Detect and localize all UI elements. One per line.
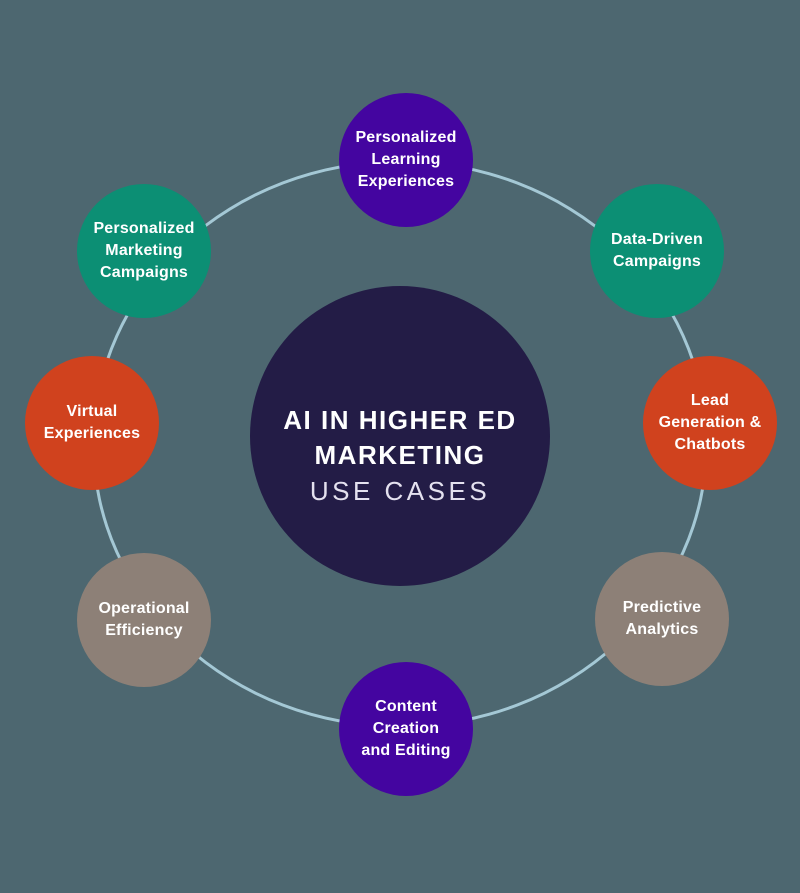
center-subtitle: USE CASES <box>309 476 491 506</box>
center-circle: AI IN HIGHER ED MARKETING USE CASES <box>250 286 550 586</box>
satellite-node-virtual-experiences: Virtual Experiences <box>25 356 159 490</box>
satellite-node-label: Predictive Analytics <box>622 599 702 638</box>
satellite-node-lead-generation-chatbots: Lead Generation & Chatbots <box>643 356 777 490</box>
satellite-node-label: Content Creation and Editing <box>361 698 451 759</box>
satellite-node-label: Virtual Experiences <box>43 403 141 442</box>
center-title-line1: AI IN HIGHER ED <box>283 405 517 435</box>
satellite-node-label: Personalized Marketing Campaigns <box>93 220 195 281</box>
satellite-node-label: Operational Efficiency <box>98 600 190 639</box>
satellite-node-label: Data-Driven Campaigns <box>610 231 703 270</box>
satellite-node-data-driven-campaigns: Data-Driven Campaigns <box>590 184 724 318</box>
satellite-node-content-creation-and-editing: Content Creation and Editing <box>339 662 473 796</box>
satellite-node-personalized-marketing-campaigns: Personalized Marketing Campaigns <box>77 184 211 318</box>
satellite-node-label: Personalized Learning Experiences <box>355 129 457 190</box>
center-text-block: AI IN HIGHER ED MARKETING USE CASES <box>283 403 516 509</box>
satellite-node-label: Lead Generation & Chatbots <box>658 392 762 453</box>
satellite-node-operational-efficiency: Operational Efficiency <box>77 553 211 687</box>
satellite-node-predictive-analytics: Predictive Analytics <box>595 552 729 686</box>
satellite-node-personalized-learning-experiences: Personalized Learning Experiences <box>339 93 473 227</box>
center-title-line2: MARKETING <box>314 440 486 470</box>
